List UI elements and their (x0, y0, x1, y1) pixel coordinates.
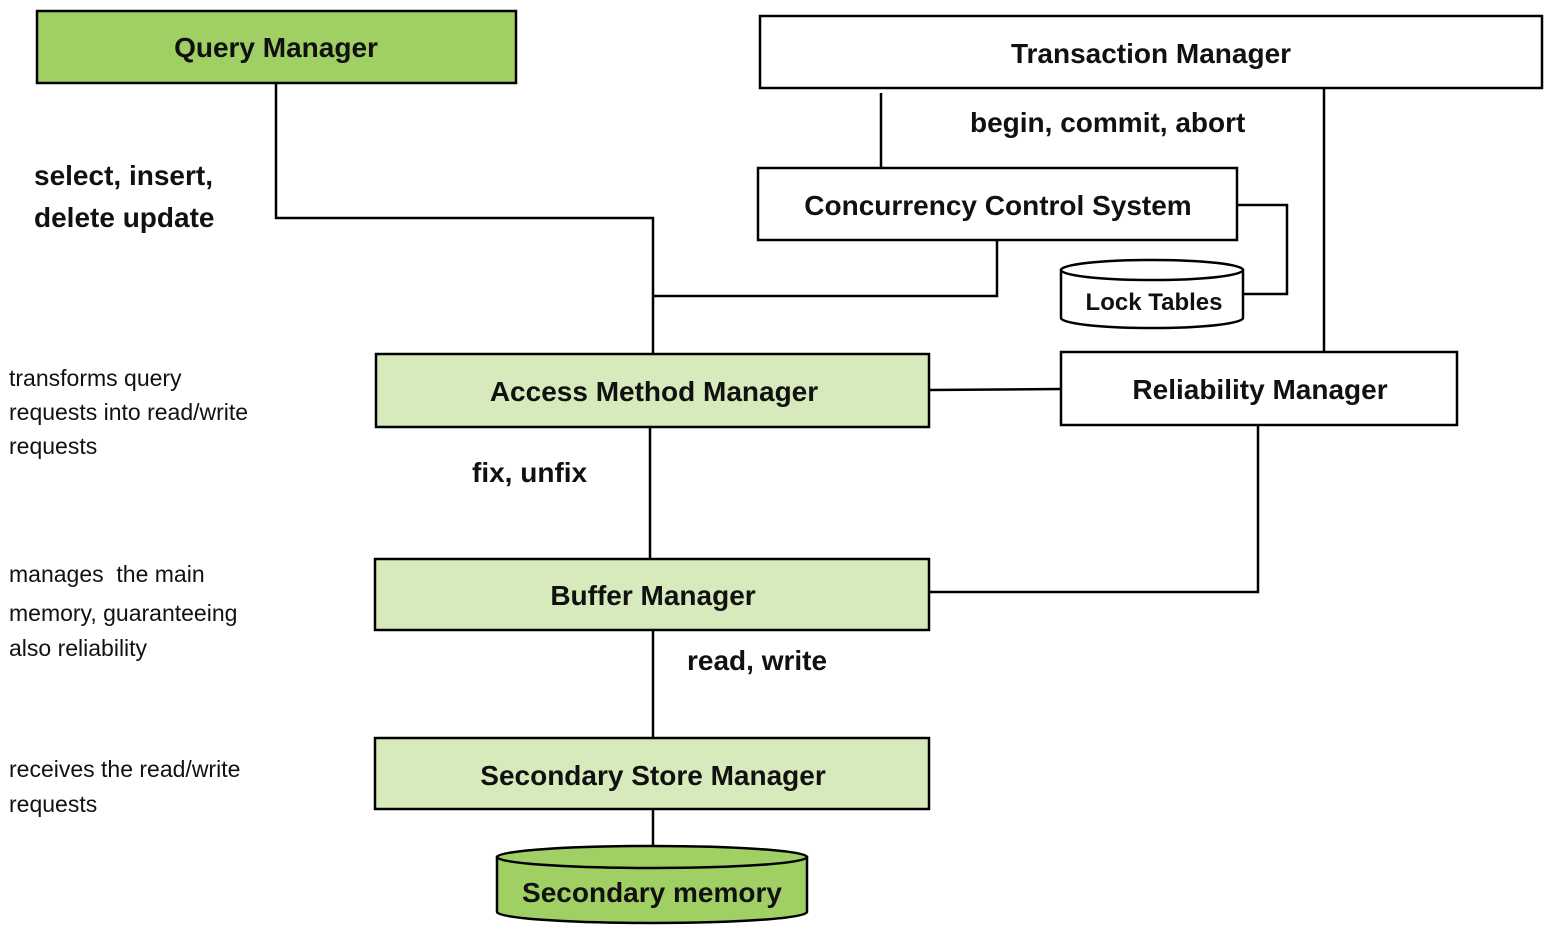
query-manager-box: Query Manager (35, 9, 518, 85)
access-to-reliability-connector (928, 387, 1062, 392)
query-to-access-connector (274, 83, 655, 354)
access-method-manager-label: Access Method Manager (490, 376, 818, 407)
secondary-store-manager-label: Secondary Store Manager (480, 760, 826, 791)
lock-tables-cylinder: Lock Tables (1059, 258, 1245, 330)
buffer-description-line2: memory, guaranteeing (9, 600, 237, 626)
buffer-description-line3: also reliability (9, 635, 148, 661)
lock-tables-label: Lock Tables (1086, 289, 1223, 316)
secondary-store-manager-rect (373, 736, 931, 811)
query-ops-label-line2: delete update (34, 202, 214, 233)
descriptions: transforms query requests into read/writ… (9, 365, 248, 817)
fix-ops-label: fix, unfix (472, 457, 588, 488)
buffer-manager-rect (373, 557, 931, 632)
transaction-manager-label: Transaction Manager (1011, 38, 1291, 69)
secondary-store-description-line1: receives the read/write (9, 756, 240, 782)
buffer-manager-label: Buffer Manager (550, 580, 755, 611)
transaction-manager-box: Transaction Manager (758, 14, 1544, 90)
concurrency-to-locktables-connector (1237, 203, 1289, 296)
access-method-description-line2: requests into read/write (9, 399, 248, 425)
reliability-to-buffer-connector (929, 425, 1260, 594)
transaction-manager-rect (758, 14, 1544, 90)
secondary-memory-cylinder-top (495, 844, 809, 870)
access-method-description-line3: requests (9, 433, 97, 459)
query-manager-label: Query Manager (174, 32, 378, 63)
operation-labels: select, insert, delete update begin, com… (34, 107, 1245, 676)
concurrency-control-label: Concurrency Control System (804, 190, 1191, 221)
secondary-memory-cylinder: Secondary memory (495, 844, 809, 925)
concurrency-to-access-connector (653, 240, 999, 298)
transaction-ops-label: begin, commit, abort (970, 107, 1245, 138)
access-method-manager-box: Access Method Manager (374, 352, 931, 429)
connectors (274, 83, 1326, 847)
secondary-store-description-line2: requests (9, 791, 97, 817)
lock-tables-cylinder-top (1059, 258, 1245, 282)
reliability-manager-label: Reliability Manager (1132, 374, 1387, 405)
secondary-memory-label: Secondary memory (522, 877, 782, 908)
concurrency-control-rect (756, 166, 1239, 242)
rw-ops-label: read, write (687, 645, 827, 676)
lock-tables-cylinder-body (1059, 268, 1245, 330)
secondary-store-manager-box: Secondary Store Manager (373, 736, 931, 811)
query-ops-label-line1: select, insert, (34, 160, 213, 191)
secondary-memory-cylinder-body (495, 855, 809, 925)
access-method-description-line1: transforms query (9, 365, 182, 391)
reliability-manager-rect (1059, 350, 1459, 427)
concurrency-control-box: Concurrency Control System (756, 166, 1239, 242)
buffer-description-line1: manages the main (9, 561, 205, 587)
buffer-manager-box: Buffer Manager (373, 557, 931, 632)
query-manager-rect (35, 9, 518, 85)
access-method-manager-rect (374, 352, 931, 429)
reliability-manager-box: Reliability Manager (1059, 350, 1459, 427)
